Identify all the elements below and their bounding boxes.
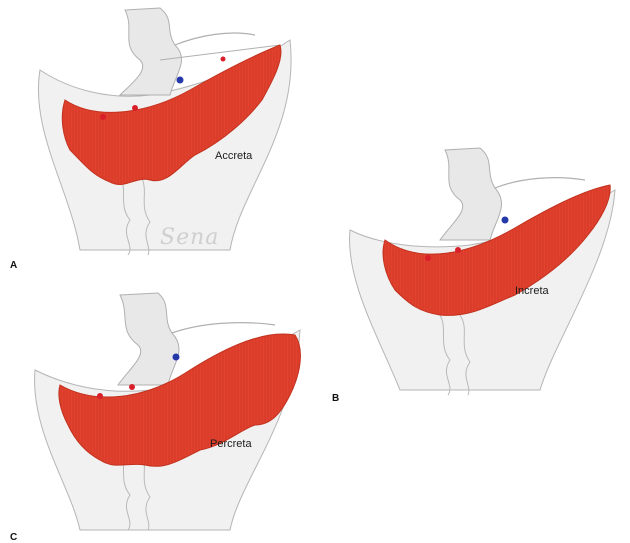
vessel-stalk xyxy=(440,148,501,240)
percreta-illustration xyxy=(0,290,320,543)
vessel-blue xyxy=(502,217,509,224)
vessel-red-2 xyxy=(132,105,138,111)
vessel-red-1 xyxy=(425,255,431,261)
panel-letter-b: B xyxy=(332,393,339,404)
panel-increta: Increta B xyxy=(320,140,630,410)
label-percreta: Percreta xyxy=(210,438,252,450)
vessel-red-3 xyxy=(221,57,226,62)
panel-accreta: Accreta Sena A xyxy=(0,0,320,270)
vessel-stalk xyxy=(118,293,179,385)
vessel-red-2 xyxy=(129,384,135,390)
panel-percreta: Percreta C xyxy=(0,290,320,543)
panel-letter-c: C xyxy=(10,532,17,543)
signature: Sena xyxy=(160,225,219,250)
vessel-red-2 xyxy=(455,247,461,253)
label-accreta: Accreta xyxy=(215,150,252,162)
increta-illustration xyxy=(320,140,630,410)
vessel-stalk xyxy=(120,8,181,95)
vessel-red-1 xyxy=(100,114,106,120)
vessel-blue xyxy=(173,354,180,361)
vessel-blue xyxy=(177,77,184,84)
panel-letter-a: A xyxy=(10,260,17,271)
label-increta: Increta xyxy=(515,285,549,297)
vessel-red-1 xyxy=(97,393,103,399)
